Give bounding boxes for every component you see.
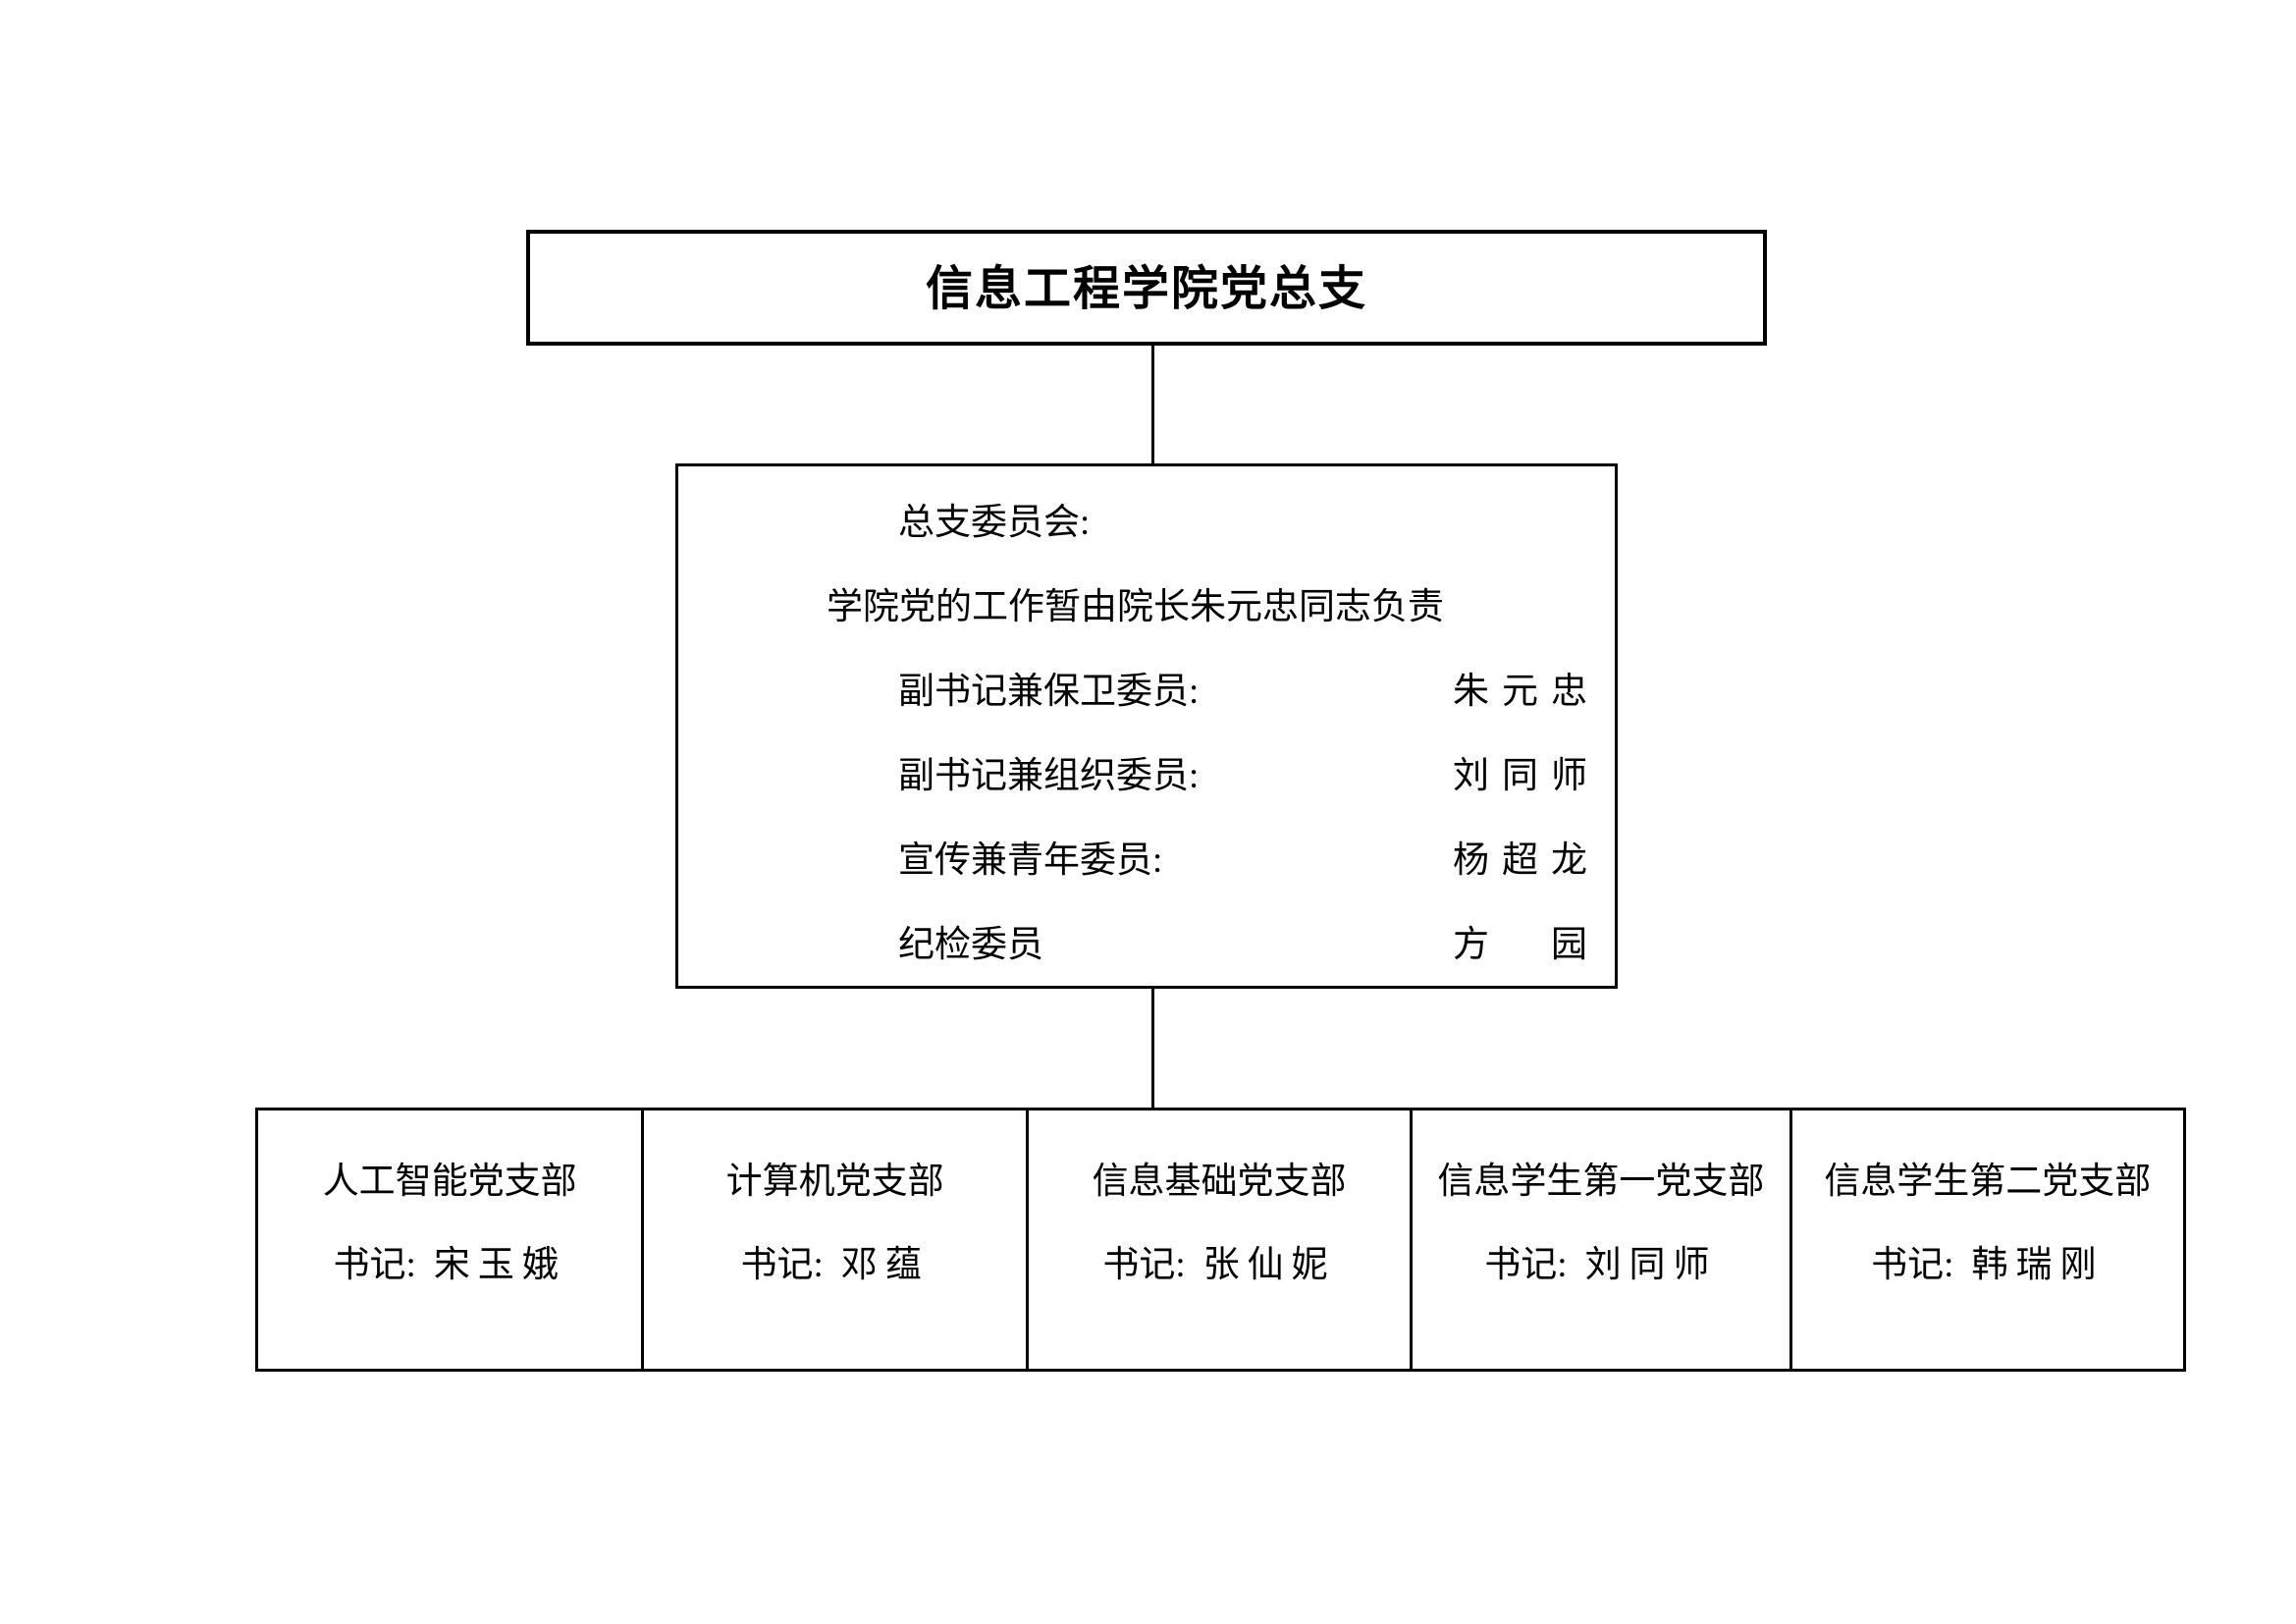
branch-secretary: 书记: 邓蕴: [740, 1218, 929, 1302]
branch-name: 信息基础党支部: [1092, 1161, 1347, 1202]
connector-root-to-committee: [1151, 346, 1154, 463]
branch-secretary: 书记: 刘同师: [1484, 1218, 1717, 1302]
member-role: 宣传兼青年委员:: [898, 840, 1163, 881]
secretary-name: 邓蕴: [840, 1244, 930, 1285]
committee-member-row: 副书记兼组织委员: 刘同师: [678, 730, 1615, 814]
org-root-title: 信息工程学院党总支: [925, 263, 1367, 315]
secretary-label: 书记:: [1871, 1244, 1954, 1285]
branch-box-info-foundation: 信息基础党支部 书记: 张仙妮: [1029, 1110, 1414, 1369]
committee-member-row: 宣传兼青年委员: 杨超龙: [678, 814, 1615, 898]
member-name: 朱元忠: [1453, 672, 1600, 712]
member-role: 副书记兼保卫委员:: [898, 672, 1200, 712]
secretary-name: 张仙妮: [1202, 1244, 1336, 1285]
member-name: 刘同师: [1453, 756, 1600, 796]
secretary-label: 书记:: [333, 1244, 416, 1285]
secretary-name: 韩瑞刚: [1971, 1244, 2105, 1285]
member-name: 方 园: [1453, 925, 1600, 965]
branch-box-ai: 人工智能党支部 书记: 宋玉娥: [258, 1110, 645, 1369]
branch-name: 信息学生第一党支部: [1437, 1161, 1765, 1202]
committee-header: 总支委员会:: [898, 503, 1091, 543]
branch-box-student-second: 信息学生第二党支部 书记: 韩瑞刚: [1792, 1110, 2183, 1369]
branch-name: 人工智能党支部: [322, 1161, 577, 1202]
branch-secretary: 书记: 张仙妮: [1102, 1218, 1335, 1302]
branch-row: 人工智能党支部 书记: 宋玉娥 计算机党支部 书记: 邓蕴 信息基础党支部 书记…: [255, 1108, 2186, 1372]
connector-committee-to-branches: [1151, 989, 1154, 1108]
branch-box-computer: 计算机党支部 书记: 邓蕴: [644, 1110, 1029, 1369]
committee-member-row: 纪检委员 方 园: [678, 898, 1615, 983]
secretary-label: 书记:: [740, 1244, 824, 1285]
branch-secretary: 书记: 韩瑞刚: [1871, 1218, 2104, 1302]
member-role: 纪检委员: [898, 925, 1043, 965]
org-root-box: 信息工程学院党总支: [526, 230, 1767, 346]
member-name: 杨超龙: [1453, 840, 1600, 881]
branch-box-student-first: 信息学生第一党支部 书记: 刘同师: [1413, 1110, 1792, 1369]
secretary-name: 刘同师: [1584, 1244, 1718, 1285]
secretary-label: 书记:: [1102, 1244, 1186, 1285]
branch-name: 信息学生第二党支部: [1824, 1161, 2152, 1202]
member-role: 副书记兼组织委员:: [898, 756, 1200, 796]
committee-box: 总支委员会: 学院党的工作暂由院长朱元忠同志负责 副书记兼保卫委员: 朱元忠 副…: [675, 463, 1618, 989]
secretary-name: 宋玉娥: [433, 1244, 566, 1285]
committee-member-row: 副书记兼保卫委员: 朱元忠: [678, 645, 1615, 730]
secretary-label: 书记:: [1484, 1244, 1568, 1285]
committee-note: 学院党的工作暂由院长朱元忠同志负责: [827, 587, 1444, 627]
branch-name: 计算机党支部: [725, 1161, 944, 1202]
branch-secretary: 书记: 宋玉娥: [334, 1218, 566, 1302]
